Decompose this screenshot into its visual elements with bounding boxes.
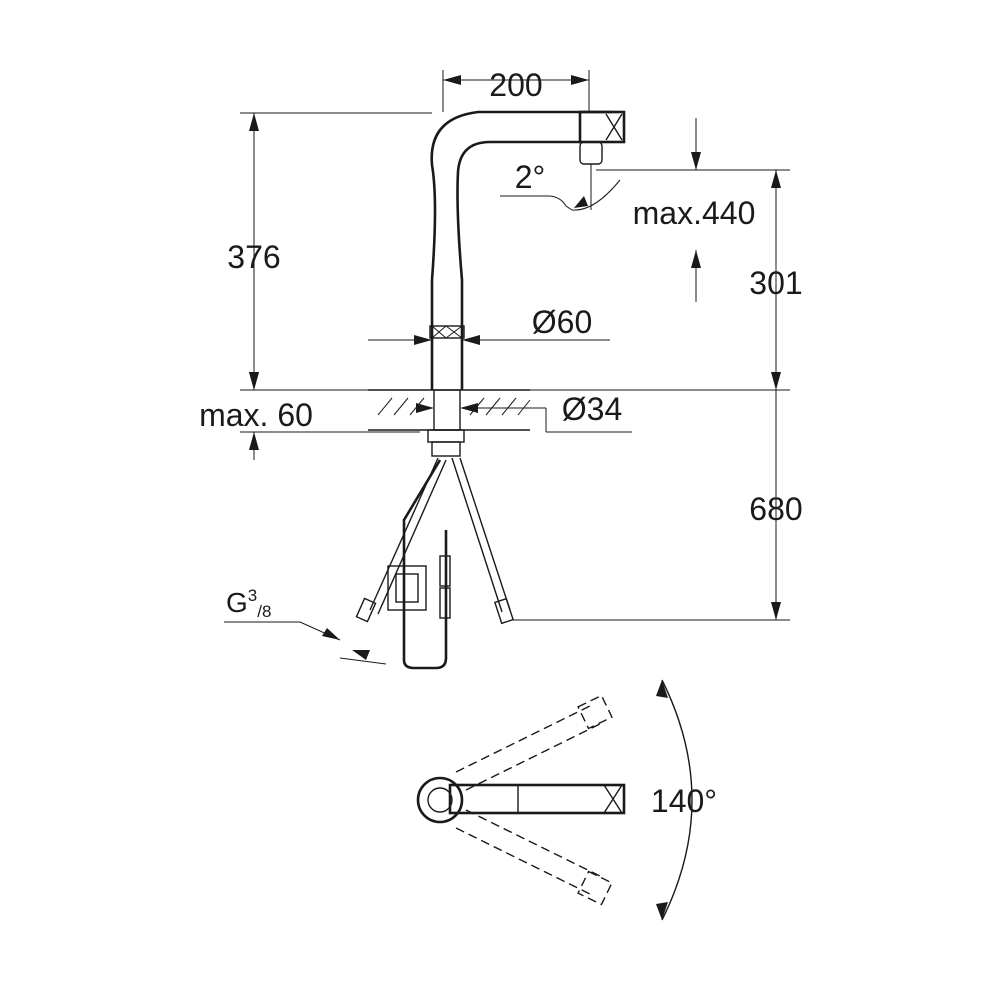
faucet-body — [427, 110, 626, 457]
label-swivel-range: 140° — [651, 783, 717, 819]
countertop — [368, 389, 531, 431]
label-pullout-length: max.440 — [633, 195, 756, 231]
label-spout-reach: 200 — [489, 67, 542, 103]
label-spout-height: 301 — [749, 265, 802, 301]
top-view — [416, 679, 693, 921]
label-hose-length: 680 — [749, 491, 802, 527]
label-total-height: 376 — [227, 239, 280, 275]
label-swivel-angle: 2° — [515, 159, 546, 195]
label-base-diameter: Ø60 — [532, 304, 592, 340]
label-countertop-thickness: max. 60 — [199, 397, 313, 433]
dimension-lines — [224, 70, 790, 665]
supply-hoses — [355, 457, 514, 670]
label-connection-thread: G3/8 — [226, 586, 271, 621]
label-hole-diameter: Ø34 — [562, 391, 622, 427]
